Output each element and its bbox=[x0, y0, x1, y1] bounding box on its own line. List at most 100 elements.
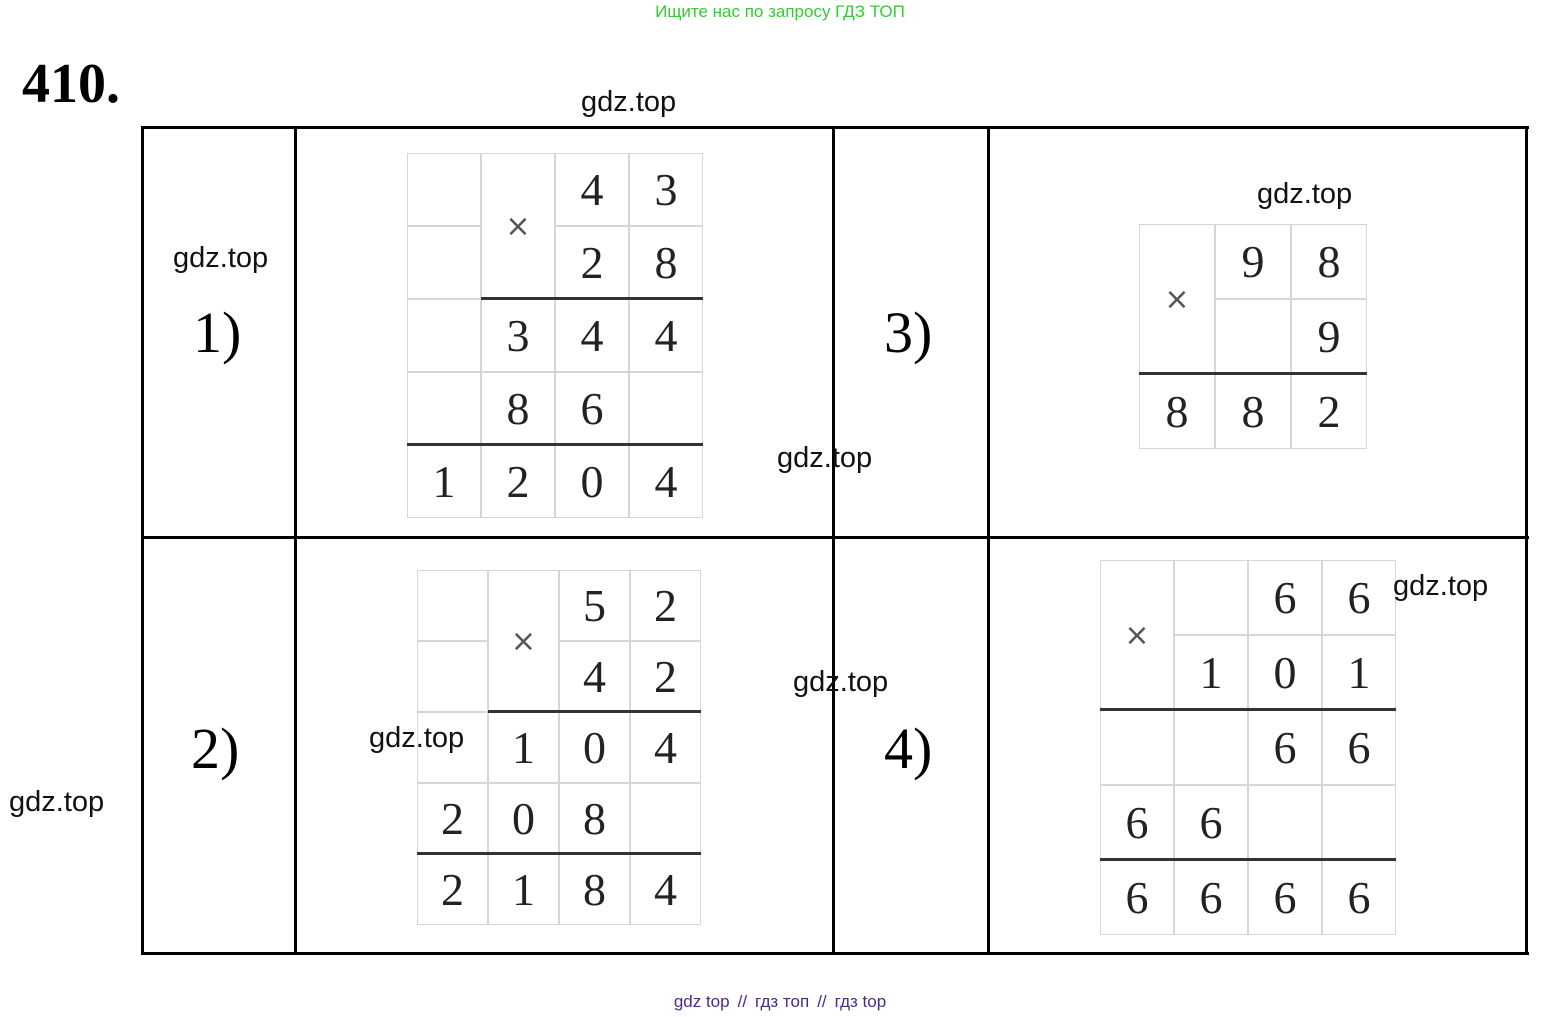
digit-cell: 4 bbox=[555, 153, 629, 226]
digit-cell: 2 bbox=[630, 641, 701, 712]
digit-cell: 3 bbox=[629, 153, 703, 226]
digit-cell: 4 bbox=[630, 712, 701, 783]
digit-cell: 6 bbox=[1248, 860, 1322, 935]
frame-bottom-border bbox=[141, 952, 1529, 955]
digit-cell: 1 bbox=[1322, 635, 1396, 710]
digit-cell: 2 bbox=[1291, 374, 1367, 449]
footer-link[interactable]: гдз top bbox=[834, 992, 887, 1011]
digit-cell: 1 bbox=[488, 712, 559, 783]
digit-cell: 3 bbox=[481, 299, 555, 372]
multiplication-sign: × bbox=[488, 570, 559, 712]
digit-cell: 6 bbox=[1322, 560, 1396, 635]
digit-cell: 1 bbox=[1174, 635, 1248, 710]
digit-cell: 0 bbox=[559, 712, 630, 783]
digit-cell bbox=[1322, 785, 1396, 860]
digit-cell: 6 bbox=[1174, 860, 1248, 935]
part-label-2: 2) bbox=[191, 716, 240, 781]
digit-cell bbox=[417, 570, 488, 641]
digit-cell: 2 bbox=[417, 854, 488, 925]
digit-cell bbox=[629, 372, 703, 445]
problem-number: 410. bbox=[22, 53, 120, 115]
digit-cell bbox=[417, 712, 488, 783]
multiplication-sign: × bbox=[1139, 224, 1215, 374]
multiplication-sign: × bbox=[481, 153, 555, 299]
footer-link[interactable]: гдз топ bbox=[755, 992, 810, 1011]
footer-link[interactable]: gdz top bbox=[673, 992, 730, 1011]
frame-left-border bbox=[141, 126, 144, 955]
digit-cell: 4 bbox=[555, 299, 629, 372]
part-label-4: 4) bbox=[884, 716, 933, 781]
frame-top-border bbox=[141, 126, 1529, 129]
digit-cell bbox=[1174, 710, 1248, 785]
digit-cell: 8 bbox=[1139, 374, 1215, 449]
sum-line bbox=[1139, 372, 1367, 375]
digit-cell: 0 bbox=[1248, 635, 1322, 710]
digit-cell: 6 bbox=[555, 372, 629, 445]
digit-cell: 2 bbox=[481, 445, 555, 518]
digit-cell: 6 bbox=[1322, 710, 1396, 785]
digit-cell: 2 bbox=[417, 783, 488, 854]
digit-cell: 8 bbox=[1215, 374, 1291, 449]
digit-cell: 6 bbox=[1248, 560, 1322, 635]
watermark: gdz.top bbox=[581, 86, 677, 118]
frame-middle-border bbox=[141, 536, 1529, 539]
digit-cell: 4 bbox=[629, 445, 703, 518]
digit-cell: 6 bbox=[1248, 710, 1322, 785]
digit-cell bbox=[417, 641, 488, 712]
digit-cell bbox=[1100, 710, 1174, 785]
multiplication-sign: × bbox=[1100, 560, 1174, 710]
sum-line bbox=[407, 443, 703, 446]
sum-line bbox=[1100, 858, 1396, 861]
digit-cell bbox=[407, 372, 481, 445]
sum-line bbox=[417, 852, 701, 855]
watermark: gdz.top bbox=[793, 666, 889, 698]
digit-cell: 8 bbox=[559, 854, 630, 925]
digit-cell: 4 bbox=[629, 299, 703, 372]
frame-divider-3 bbox=[987, 126, 990, 955]
digit-cell: 8 bbox=[481, 372, 555, 445]
digit-cell: 6 bbox=[1174, 785, 1248, 860]
digit-cell: 0 bbox=[555, 445, 629, 518]
digit-cell bbox=[407, 299, 481, 372]
watermark: gdz.top bbox=[1393, 570, 1489, 602]
digit-cell bbox=[1248, 785, 1322, 860]
digit-cell: 0 bbox=[488, 783, 559, 854]
watermark: gdz.top bbox=[173, 242, 269, 274]
frame-divider-1 bbox=[294, 126, 297, 955]
digit-cell: 9 bbox=[1291, 299, 1367, 374]
digit-cell: 8 bbox=[559, 783, 630, 854]
digit-cell: 6 bbox=[1322, 860, 1396, 935]
digit-cell: 6 bbox=[1100, 785, 1174, 860]
digit-cell: 9 bbox=[1215, 224, 1291, 299]
digit-cell: 5 bbox=[559, 570, 630, 641]
part-label-1: 1) bbox=[193, 300, 242, 365]
digit-cell bbox=[407, 226, 481, 299]
footer-links: gdz top // гдз топ // гдз top bbox=[0, 992, 1560, 1012]
sum-line bbox=[481, 297, 703, 300]
watermark: gdz.top bbox=[1257, 178, 1353, 210]
watermark: gdz.top bbox=[777, 442, 873, 474]
digit-cell: 4 bbox=[630, 854, 701, 925]
top-banner: Ищите нас по запросу ГДЗ ТОП bbox=[655, 2, 905, 21]
sum-line bbox=[1100, 708, 1396, 711]
digit-cell: 1 bbox=[407, 445, 481, 518]
digit-cell: 4 bbox=[559, 641, 630, 712]
footer-separator: // bbox=[817, 992, 827, 1011]
digit-cell bbox=[630, 783, 701, 854]
digit-cell bbox=[1215, 299, 1291, 374]
digit-cell: 2 bbox=[630, 570, 701, 641]
digit-cell: 8 bbox=[629, 226, 703, 299]
digit-cell bbox=[1174, 560, 1248, 635]
digit-cell bbox=[407, 153, 481, 226]
watermark: gdz.top bbox=[9, 786, 105, 818]
digit-cell: 2 bbox=[555, 226, 629, 299]
digit-cell: 6 bbox=[1100, 860, 1174, 935]
digit-cell: 8 bbox=[1291, 224, 1367, 299]
sum-line bbox=[488, 710, 701, 713]
frame-divider-2 bbox=[832, 126, 835, 955]
footer-separator: // bbox=[737, 992, 748, 1011]
